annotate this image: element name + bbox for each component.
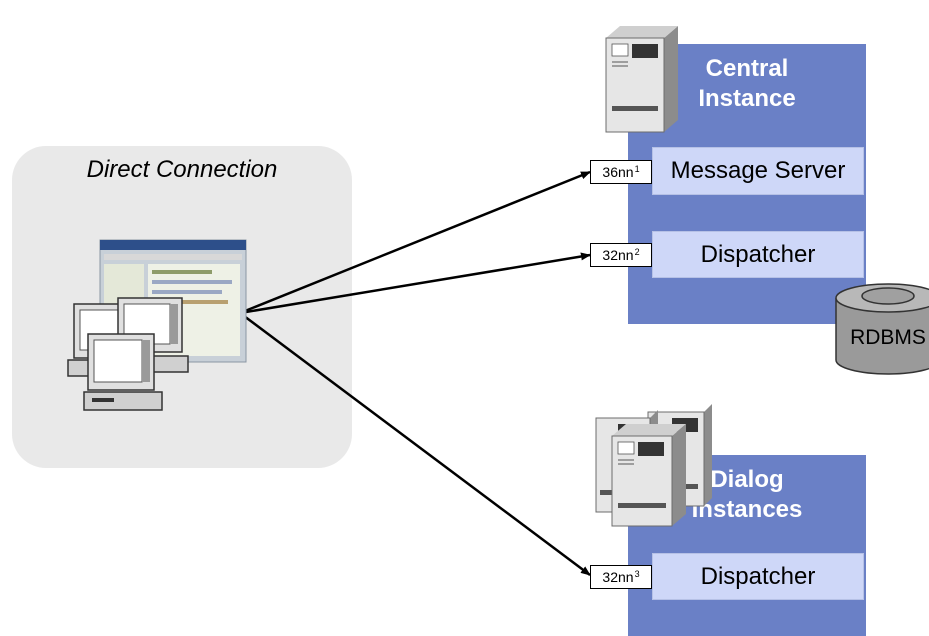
central-instance-title: Central Instance bbox=[628, 54, 866, 114]
arrow-to-message-server bbox=[239, 170, 591, 315]
central-dispatcher-box: Dispatcher bbox=[652, 231, 864, 278]
dialog-dispatcher-port-footnote: 3 bbox=[634, 569, 640, 579]
client-connection-label: Direct Connection bbox=[86, 156, 278, 183]
central-instance-title-line1: Central bbox=[705, 55, 789, 82]
message-server-label: Message Server bbox=[670, 157, 846, 184]
dialog-dispatcher-box: Dispatcher bbox=[652, 553, 864, 600]
dialog-servers-icon bbox=[595, 404, 712, 527]
arrow-to-dialog-dispatcher bbox=[239, 311, 591, 577]
dialog-dispatcher-port: 32nn bbox=[602, 569, 634, 585]
dialog-dispatcher-label: Dispatcher bbox=[700, 562, 816, 590]
central-dispatcher-port-footnote: 2 bbox=[634, 247, 640, 257]
central-dispatcher-label: Dispatcher bbox=[700, 240, 816, 268]
client-computers-icon bbox=[67, 239, 247, 411]
message-server-port-footnote: 1 bbox=[634, 164, 640, 174]
connection-arrows bbox=[239, 170, 591, 577]
central-server-icon bbox=[605, 26, 678, 133]
message-server-box: Message Server bbox=[652, 147, 864, 195]
database-label: RDBMS bbox=[850, 326, 926, 349]
database-icon bbox=[835, 283, 929, 375]
central-instance-title-line2: Instance bbox=[698, 85, 796, 112]
dialog-instances-title: Dialog Instances bbox=[628, 465, 866, 525]
message-server-port: 36nn bbox=[602, 164, 634, 180]
dialog-instances-title-line1: Dialog bbox=[710, 466, 784, 493]
central-dispatcher-port: 32nn bbox=[602, 247, 634, 263]
dialog-instances-title-line2: Instances bbox=[691, 496, 803, 523]
arrow-to-central-dispatcher bbox=[239, 252, 591, 315]
